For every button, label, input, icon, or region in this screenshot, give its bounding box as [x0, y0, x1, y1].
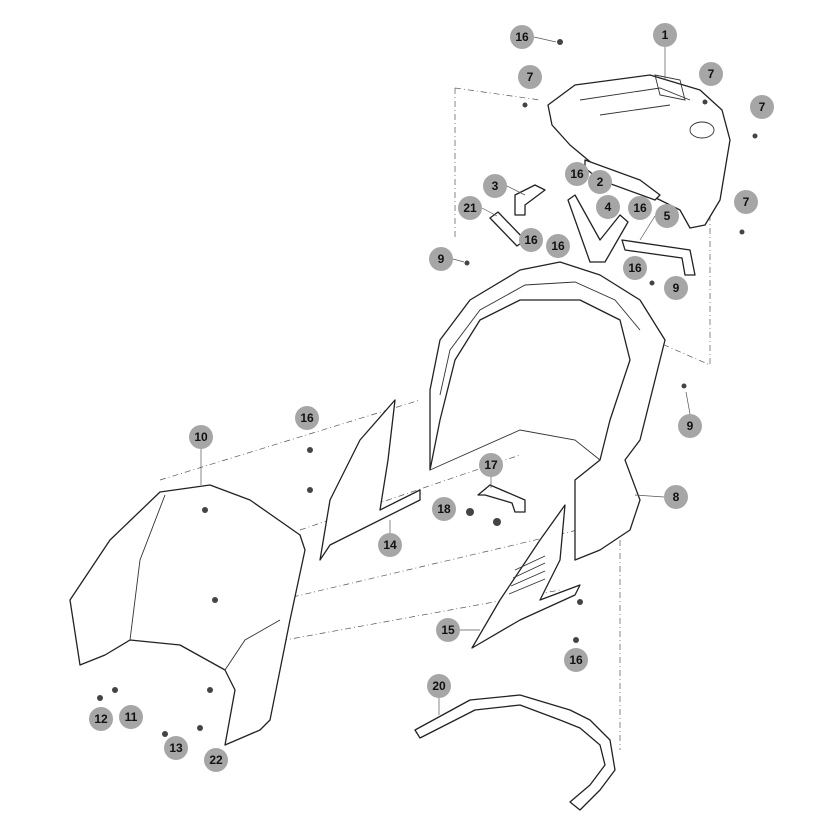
part-trim-strip-20 — [414, 694, 616, 811]
part-front-panel-10 — [69, 484, 306, 746]
part-bracket-4 — [567, 194, 629, 263]
callout-part-15: 15 — [436, 618, 460, 642]
callout-part-18: 18 — [432, 497, 456, 521]
callout-part-4: 4 — [596, 195, 620, 219]
part-side-panel-14 — [319, 399, 421, 561]
callout-part-16: 16 — [510, 25, 534, 49]
callout-part-16: 16 — [623, 256, 647, 280]
callout-part-7: 7 — [750, 95, 774, 119]
callout-part-7: 7 — [734, 190, 758, 214]
callout-part-16: 16 — [546, 234, 570, 258]
part-bracket-5 — [621, 239, 696, 276]
callout-part-12: 12 — [89, 707, 113, 731]
callout-part-16: 16 — [295, 406, 319, 430]
callout-part-5: 5 — [655, 204, 679, 228]
callout-part-16: 16 — [628, 196, 652, 220]
callout-part-2: 2 — [588, 170, 612, 194]
callout-part-13: 13 — [164, 736, 188, 760]
callout-part-16: 16 — [564, 648, 588, 672]
callout-part-10: 10 — [189, 425, 213, 449]
callout-part-22: 22 — [204, 748, 228, 772]
callout-part-20: 20 — [427, 674, 451, 698]
part-hood-frame-8 — [429, 261, 666, 561]
part-dashboard-console — [547, 74, 731, 229]
callout-part-8: 8 — [664, 485, 688, 509]
callout-part-1: 1 — [653, 23, 677, 47]
callout-part-9: 9 — [429, 247, 453, 271]
callout-part-7: 7 — [518, 65, 542, 89]
callout-part-16: 16 — [519, 228, 543, 252]
callout-part-17: 17 — [479, 453, 503, 477]
callout-part-9: 9 — [664, 276, 688, 300]
part-side-panel-15 — [471, 504, 581, 649]
callout-part-16: 16 — [565, 162, 589, 186]
callout-part-11: 11 — [119, 705, 143, 729]
callout-part-21: 21 — [458, 196, 482, 220]
part-bracket-17 — [477, 484, 526, 513]
part-bracket-3 — [514, 184, 546, 216]
callout-part-9: 9 — [678, 414, 702, 438]
screws — [97, 39, 758, 737]
callout-part-14: 14 — [378, 533, 402, 557]
callout-part-7: 7 — [699, 62, 723, 86]
callout-part-3: 3 — [483, 174, 507, 198]
